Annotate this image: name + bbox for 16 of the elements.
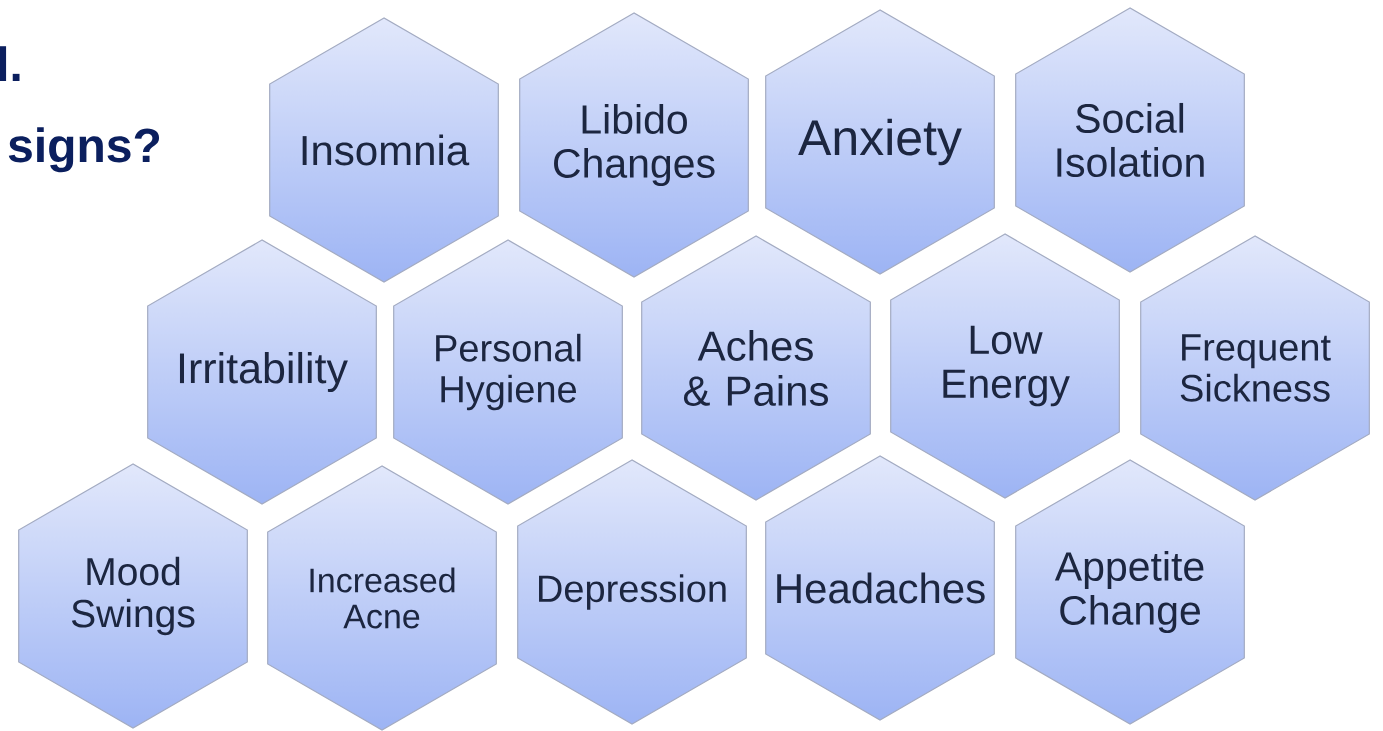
hexagon-tile: Libido Changes	[519, 12, 749, 278]
hexagon-tile: Frequent Sickness	[1140, 235, 1370, 501]
hexagon-tile: Social Isolation	[1015, 7, 1245, 273]
hexagon-tile: Low Energy	[890, 233, 1120, 499]
hexagon-tile: Headaches	[765, 455, 995, 721]
hexagon-tile: Mood Swings	[18, 463, 248, 729]
heading-text: signs?	[8, 127, 160, 173]
hexagon-tile: Anxiety	[765, 9, 995, 275]
hexagon-tile: Depression	[517, 459, 747, 725]
hexagon-tile: Appetite Change	[1015, 459, 1245, 725]
heading-text: l.	[0, 46, 20, 81]
hexagon-tile: Aches & Pains	[641, 235, 871, 501]
hexagon-tile: Irritability	[147, 239, 377, 505]
hexagon-tile: Personal Hygiene	[393, 239, 623, 505]
hexagon-tile: Increased Acne	[267, 465, 497, 731]
hexagon-tile: Insomnia	[269, 17, 499, 283]
